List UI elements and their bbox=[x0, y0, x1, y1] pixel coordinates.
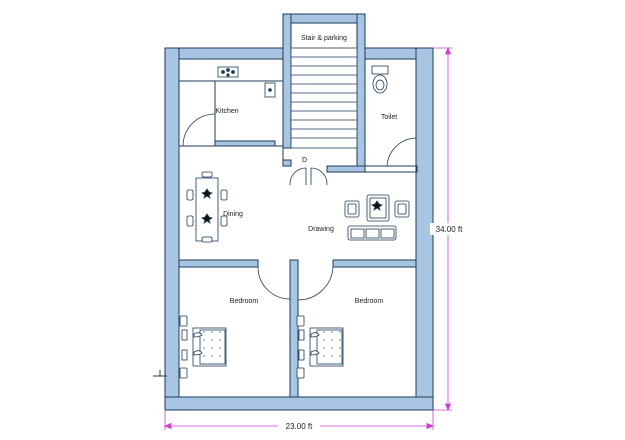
bed-right bbox=[296, 315, 344, 379]
drawing-furniture bbox=[344, 194, 410, 241]
dimension-width: 23.00 ft bbox=[286, 422, 313, 431]
wall-stair-top bbox=[282, 13, 361, 24]
bedroom-right-door-swing bbox=[297, 266, 334, 301]
wall-stair-right bbox=[356, 13, 366, 167]
label-stair: Stair & parking bbox=[301, 35, 347, 42]
wall-top-left bbox=[164, 47, 284, 60]
sink-icon bbox=[264, 82, 276, 98]
dining-table bbox=[186, 171, 228, 243]
door-mark: D bbox=[302, 157, 307, 164]
wall-bedroom-divider bbox=[289, 259, 299, 398]
stove-icon bbox=[217, 66, 239, 78]
label-bedroom-left: Bedroom bbox=[230, 298, 259, 305]
main-door bbox=[289, 167, 328, 186]
wall-stair-left bbox=[282, 13, 292, 149]
label-toilet: Toilet bbox=[381, 114, 397, 121]
wall-left bbox=[164, 47, 180, 411]
interior-lines bbox=[179, 80, 416, 173]
label-drawing: Drawing bbox=[308, 226, 334, 233]
kitchen-door-swing bbox=[182, 113, 216, 147]
label-kitchen: Kitchen bbox=[215, 108, 238, 115]
wall-toilet-bottom-left bbox=[326, 165, 366, 173]
walls bbox=[164, 13, 434, 411]
label-bedroom-right: Bedroom bbox=[355, 298, 384, 305]
wall-toilet-bottom-right bbox=[364, 165, 418, 173]
bed-left bbox=[179, 315, 227, 379]
wall-bedroom-top-left bbox=[178, 259, 259, 268]
wall-stair-bottom bbox=[282, 159, 292, 167]
toilet-icon bbox=[371, 65, 389, 94]
toilet-door-swing bbox=[386, 137, 417, 167]
bedroom-left-door-swing bbox=[257, 266, 291, 300]
dimension-height: 34.00 ft bbox=[436, 225, 463, 234]
wall-kitchen-bottom bbox=[214, 140, 276, 147]
wall-bottom bbox=[164, 396, 434, 411]
stairs bbox=[290, 47, 358, 149]
wall-bedroom-top-right bbox=[332, 259, 417, 268]
label-dining: Dining bbox=[223, 211, 243, 218]
